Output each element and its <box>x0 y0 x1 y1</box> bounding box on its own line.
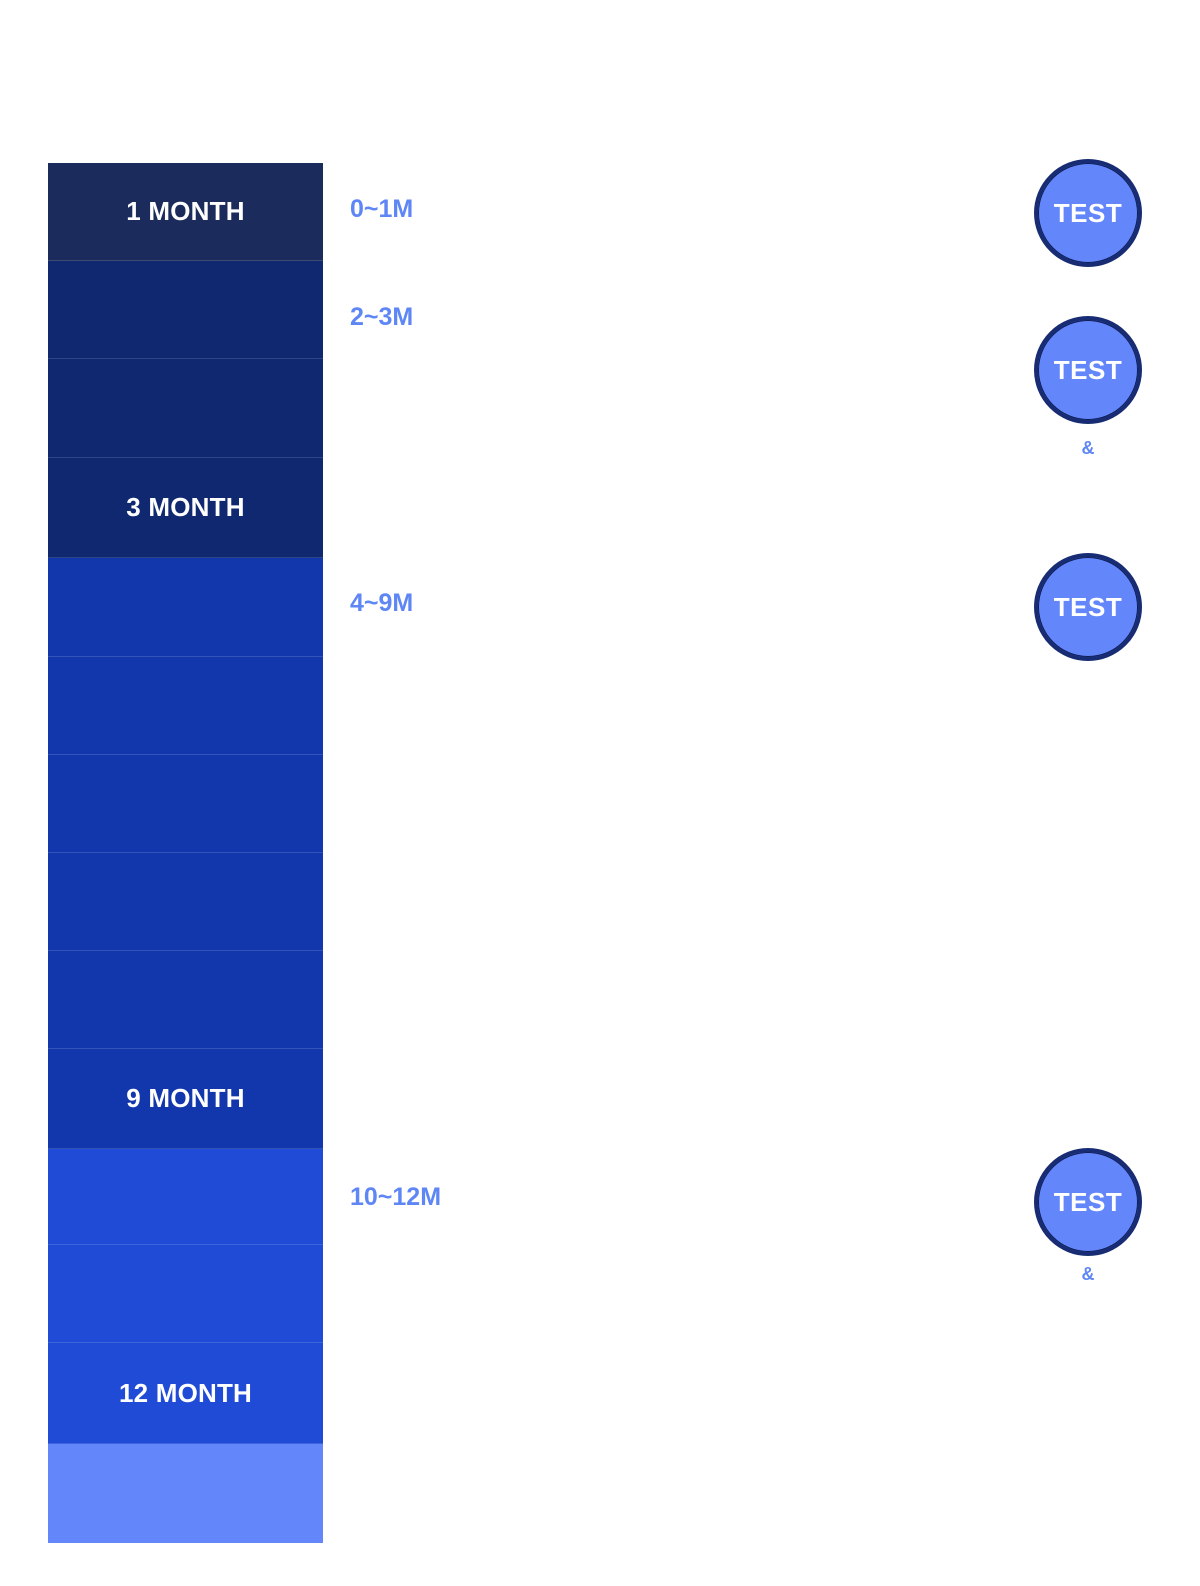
timeline-segment-label: 1 MONTH <box>126 196 245 226</box>
range-label-2-3m: 2~3M <box>350 303 414 331</box>
timeline-segment-label: 3 MONTH <box>126 492 245 522</box>
range-label-4-9m: 4~9M <box>350 589 414 617</box>
timeline-segment <box>48 1245 323 1343</box>
ampersand-connector: & <box>1081 438 1095 458</box>
timeline-segment-3-month: 3 MONTH <box>48 458 323 558</box>
timeline-segment <box>48 359 323 458</box>
timeline-segment <box>48 558 323 657</box>
timeline-segment <box>48 1149 323 1245</box>
timeline-segment-12-month: 12 MONTH <box>48 1343 323 1444</box>
range-label-0-1m: 0~1M <box>350 195 414 223</box>
ampersand-connector: & <box>1081 1264 1095 1284</box>
timeline-segment <box>48 261 323 359</box>
test-badge-label: TEST <box>1053 1186 1123 1217</box>
timeline-segment-1-month: 1 MONTH <box>48 163 323 261</box>
test-badge-label: TEST <box>1053 354 1123 385</box>
test-badge-1: TEST <box>1034 159 1142 267</box>
timeline-segment-label: 12 MONTH <box>118 1377 253 1408</box>
timeline-segment <box>48 1444 323 1543</box>
timeline-segment <box>48 853 323 951</box>
month-timeline: 1 MONTH 3 MONTH 9 MONTH 12 MONTH <box>48 163 323 1543</box>
test-badge-label: TEST <box>1053 591 1123 622</box>
timeline-segment <box>48 951 323 1049</box>
range-label-10-12m: 10~12M <box>350 1183 442 1211</box>
test-badge-label: TEST <box>1053 197 1123 228</box>
timeline-segment <box>48 755 323 853</box>
test-badge-4: TEST <box>1034 1148 1142 1256</box>
test-badge-3: TEST <box>1034 553 1142 661</box>
timeline-segment-9-month: 9 MONTH <box>48 1049 323 1149</box>
test-badge-2: TEST <box>1034 316 1142 424</box>
timeline-segment <box>48 657 323 755</box>
timeline-segment-label: 9 MONTH <box>126 1083 245 1113</box>
